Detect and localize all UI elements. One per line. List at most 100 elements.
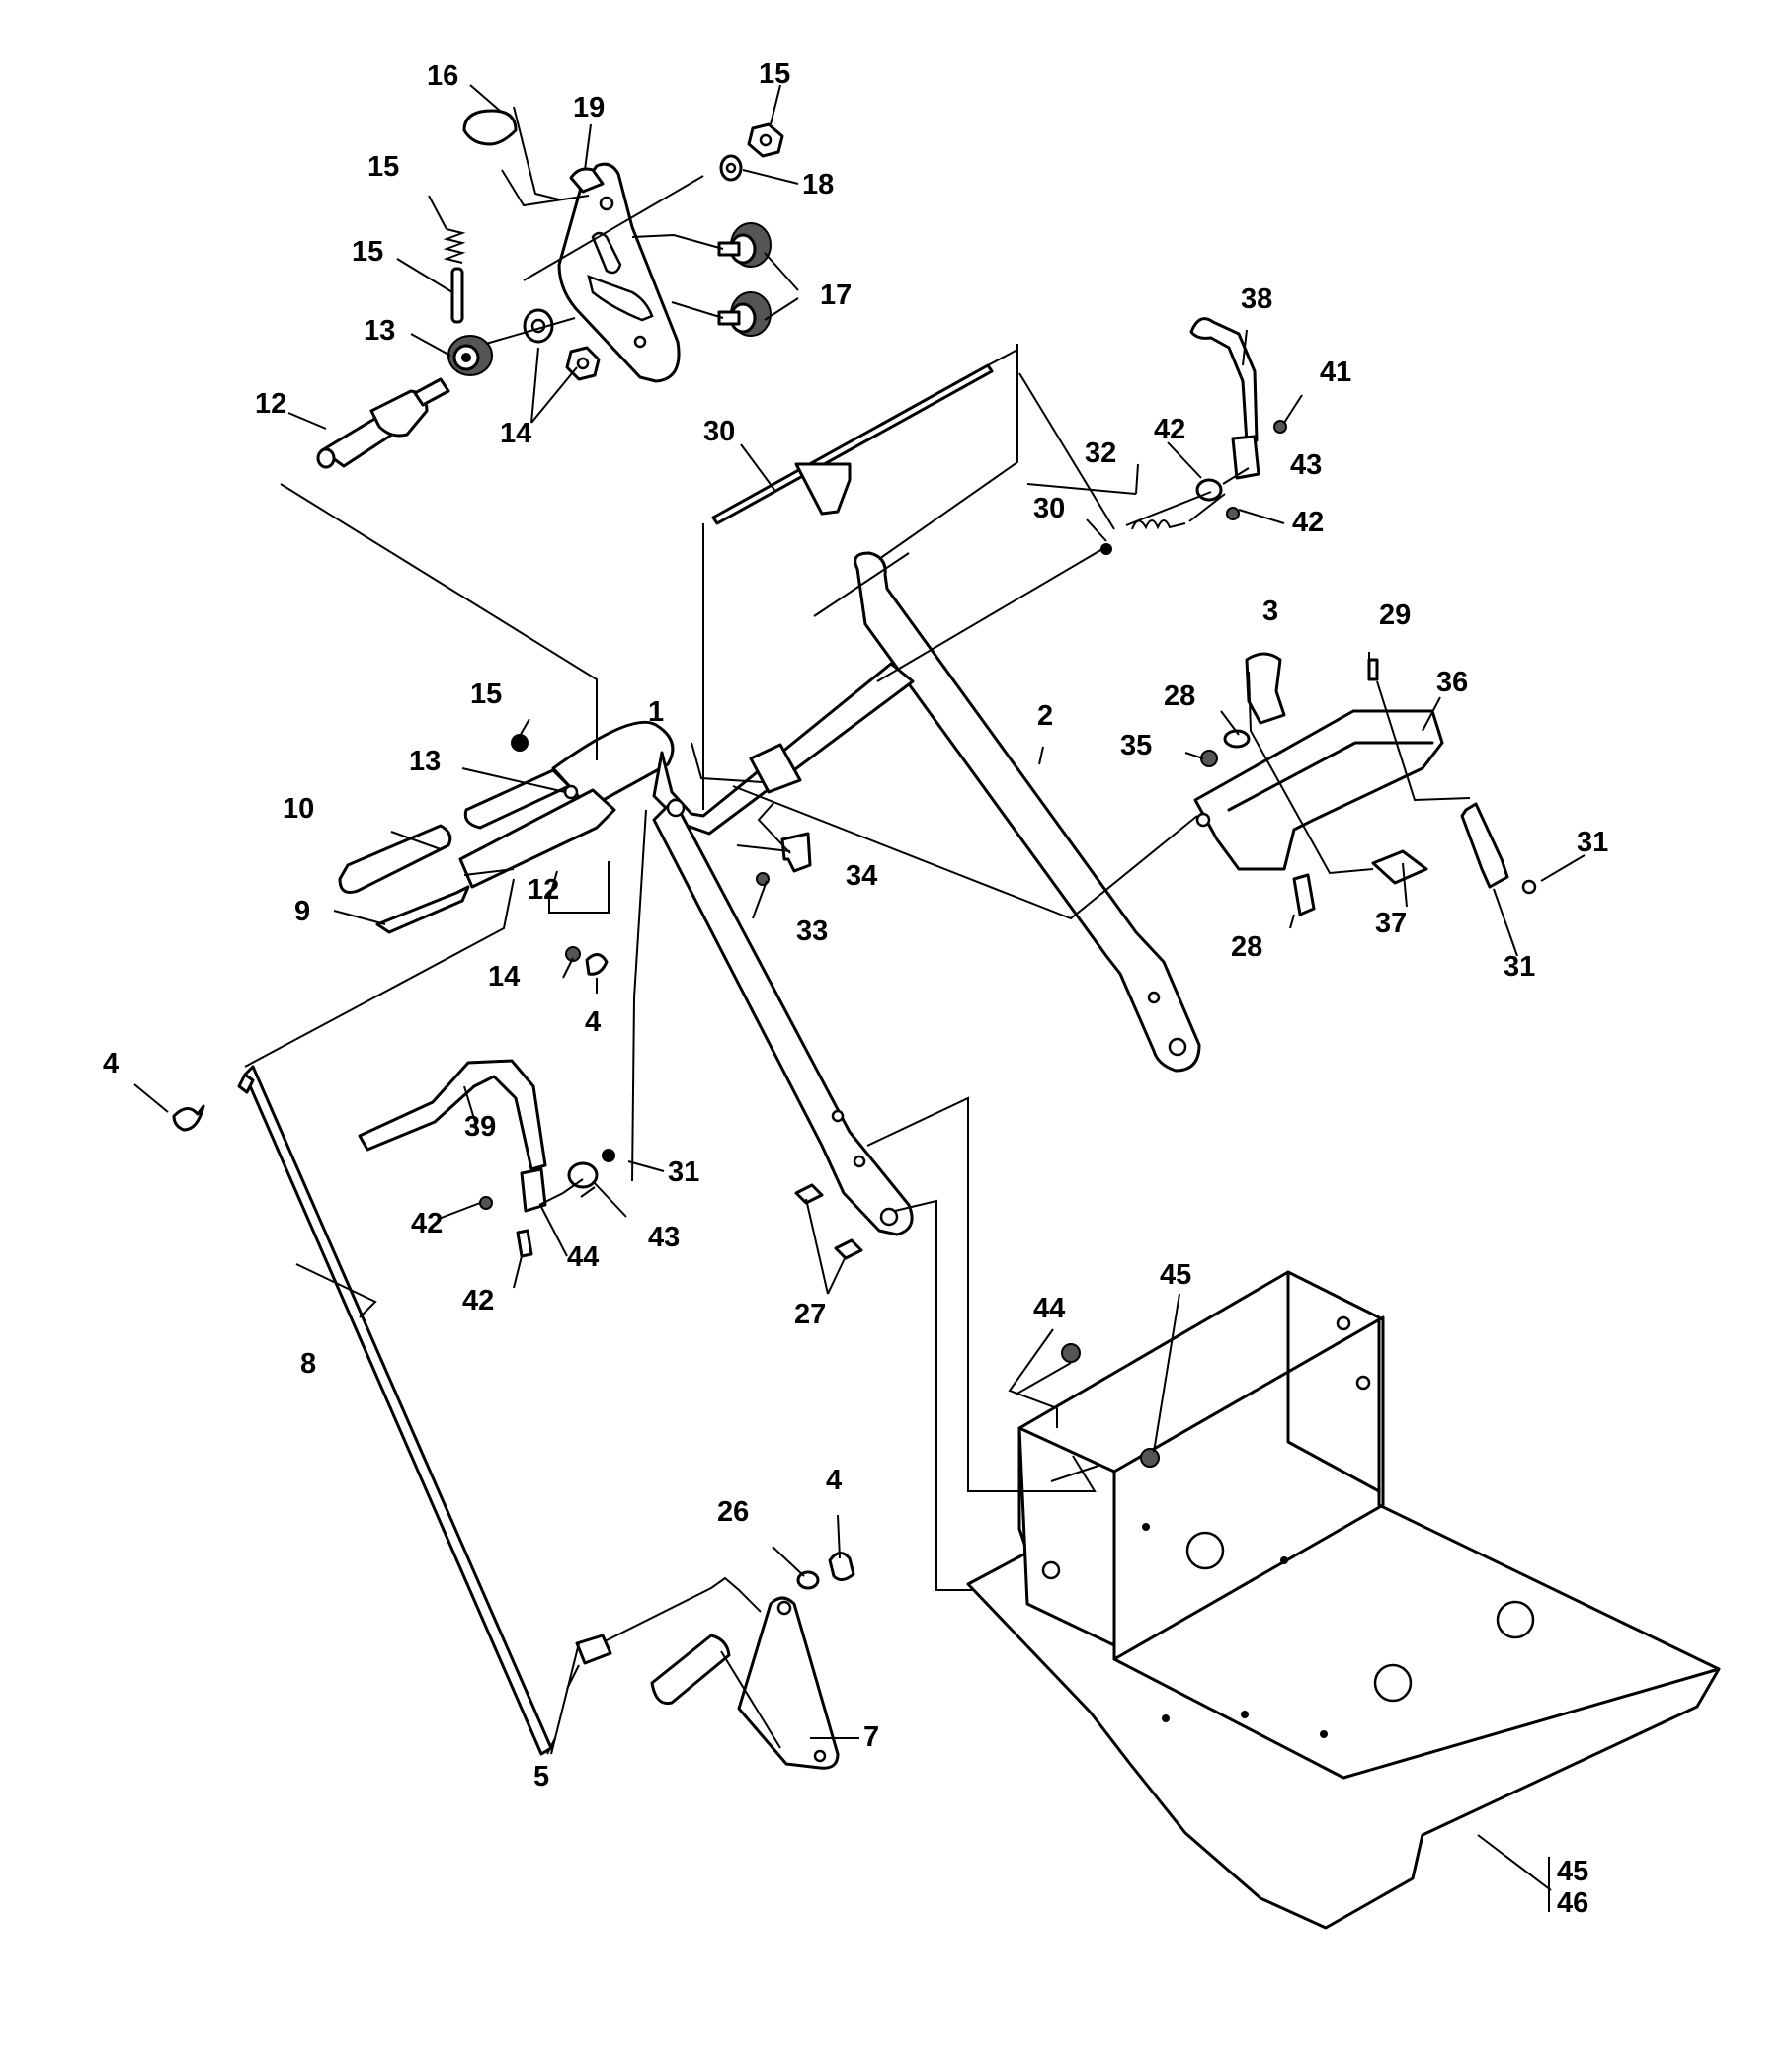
callout-8: 8 bbox=[300, 1348, 316, 1380]
part-45-nut-a bbox=[1061, 1343, 1081, 1363]
part-23-washer bbox=[719, 154, 743, 182]
callout-15-mid: 15 bbox=[470, 678, 502, 710]
callout-36: 34 bbox=[846, 860, 877, 892]
callout-5: 5 bbox=[533, 1761, 549, 1793]
callout-9: 9 bbox=[294, 896, 310, 927]
callout-4-left: 4 bbox=[103, 1048, 119, 1079]
callout-27: 27 bbox=[794, 1299, 826, 1330]
part-17-bearing bbox=[447, 335, 493, 376]
callout-40: 38 bbox=[1241, 283, 1272, 315]
callout-12: 12 bbox=[528, 874, 559, 906]
part-42-screw-right-bottom bbox=[1226, 507, 1240, 520]
part-16-shaft bbox=[316, 377, 450, 469]
callout-26: 26 bbox=[717, 1496, 749, 1528]
part-21-knob bbox=[462, 109, 518, 146]
callout-18: 14 bbox=[500, 418, 531, 449]
callout-47: 46 bbox=[1557, 1887, 1588, 1919]
callout-29: 29 bbox=[1379, 599, 1411, 631]
callout-1: 1 bbox=[648, 696, 664, 728]
callout-45-a: 44 bbox=[1033, 1293, 1065, 1324]
part-39-plate bbox=[1371, 849, 1428, 885]
part-3-switch bbox=[1245, 652, 1286, 725]
part-22-rollers bbox=[717, 222, 772, 337]
callout-39: 37 bbox=[1375, 908, 1407, 939]
part-29-pin bbox=[1367, 658, 1379, 681]
callout-14: 14 bbox=[488, 961, 520, 993]
part-4-clip-mid bbox=[585, 953, 609, 976]
callout-34: 32 bbox=[1085, 438, 1116, 469]
leader-lines bbox=[133, 84, 1586, 1912]
part-14-nut bbox=[565, 946, 581, 962]
part-19-pin bbox=[450, 267, 464, 324]
callout-4-bottom: 4 bbox=[826, 1465, 842, 1496]
callout-31-a: 30 bbox=[1033, 493, 1065, 524]
part-27-bolt-a bbox=[794, 1183, 824, 1205]
part-43-spacer-left bbox=[567, 1161, 599, 1189]
part-15-nut-top bbox=[747, 122, 784, 158]
callout-35: 33 bbox=[796, 916, 828, 947]
callout-2: 2 bbox=[1037, 700, 1053, 732]
part-5-bushing bbox=[575, 1634, 612, 1665]
callout-15-top: 15 bbox=[759, 58, 790, 90]
callout-41: 39 bbox=[464, 1111, 496, 1143]
callout-44-b: 44 bbox=[567, 1241, 599, 1273]
callout-43-a: 42 bbox=[1154, 414, 1185, 445]
part-27-bolt-b bbox=[834, 1238, 863, 1260]
part-42-screw-right-top bbox=[1273, 420, 1287, 434]
callout-23: 18 bbox=[802, 169, 834, 200]
part-24-cam-plate bbox=[557, 162, 681, 383]
callout-42-c: 42 bbox=[411, 1208, 443, 1239]
part-20-spring bbox=[443, 228, 466, 264]
callout-45-b: 45 bbox=[1160, 1259, 1191, 1291]
part-31-nut-right bbox=[1100, 543, 1112, 555]
part-15-nut bbox=[511, 734, 529, 752]
callout-19: 15 bbox=[352, 236, 383, 268]
callout-3: 3 bbox=[1262, 596, 1278, 627]
part-41-lever bbox=[358, 1059, 547, 1171]
part-4-clip-left bbox=[172, 1104, 205, 1132]
callout-21: 16 bbox=[427, 60, 458, 92]
part-32-washer bbox=[1521, 879, 1537, 895]
callout-13: 13 bbox=[409, 746, 441, 777]
part-9-cable bbox=[375, 885, 470, 934]
part-13-screw bbox=[563, 784, 579, 800]
part-7-bellcrank bbox=[650, 1596, 840, 1770]
part-2-arm bbox=[854, 551, 1201, 1073]
callout-16: 12 bbox=[255, 388, 286, 420]
callout-31-b: 31 bbox=[668, 1156, 699, 1188]
callout-4-mid: 4 bbox=[585, 1006, 601, 1038]
callout-17: 13 bbox=[364, 315, 395, 347]
callout-labels: 16 19 15 18 15 15 17 13 12 14 30 38 41 4… bbox=[103, 58, 1608, 1919]
part-46-47-frame bbox=[966, 1270, 1721, 1930]
callout-10: 10 bbox=[283, 793, 314, 825]
part-34-spring bbox=[1131, 519, 1186, 530]
part-36-bracket bbox=[749, 743, 802, 794]
part-31-nut-left bbox=[602, 1149, 615, 1162]
callout-32: 31 bbox=[1577, 827, 1608, 858]
callout-44-a: 43 bbox=[1290, 449, 1322, 481]
part-37-nut bbox=[1200, 750, 1218, 767]
callout-28-b: 28 bbox=[1231, 931, 1262, 963]
callout-38: 36 bbox=[1436, 667, 1468, 698]
part-1-handle bbox=[551, 662, 915, 1236]
callout-24: 19 bbox=[573, 92, 605, 123]
callout-33: 31 bbox=[1504, 951, 1535, 983]
callout-43-b: 43 bbox=[648, 1222, 680, 1253]
part-13-grip bbox=[463, 768, 571, 830]
part-8-rod bbox=[237, 1065, 553, 1756]
part-42-screw bbox=[479, 1196, 493, 1210]
part-44-switch-right bbox=[1231, 435, 1260, 480]
part-44-switch-left bbox=[520, 1167, 547, 1213]
part-12-lever bbox=[458, 788, 616, 889]
callout-42-b: 42 bbox=[1292, 507, 1324, 538]
part-28-switch bbox=[1292, 873, 1316, 916]
callout-42-a: 41 bbox=[1320, 357, 1351, 388]
callout-22: 17 bbox=[820, 279, 852, 311]
part-30-rod bbox=[711, 363, 994, 525]
part-33-linkage bbox=[1460, 802, 1509, 889]
callout-42-d: 42 bbox=[462, 1285, 494, 1316]
callout-30: 30 bbox=[703, 416, 735, 447]
part-10-grip bbox=[338, 824, 452, 894]
part-42-bolt bbox=[516, 1229, 533, 1258]
